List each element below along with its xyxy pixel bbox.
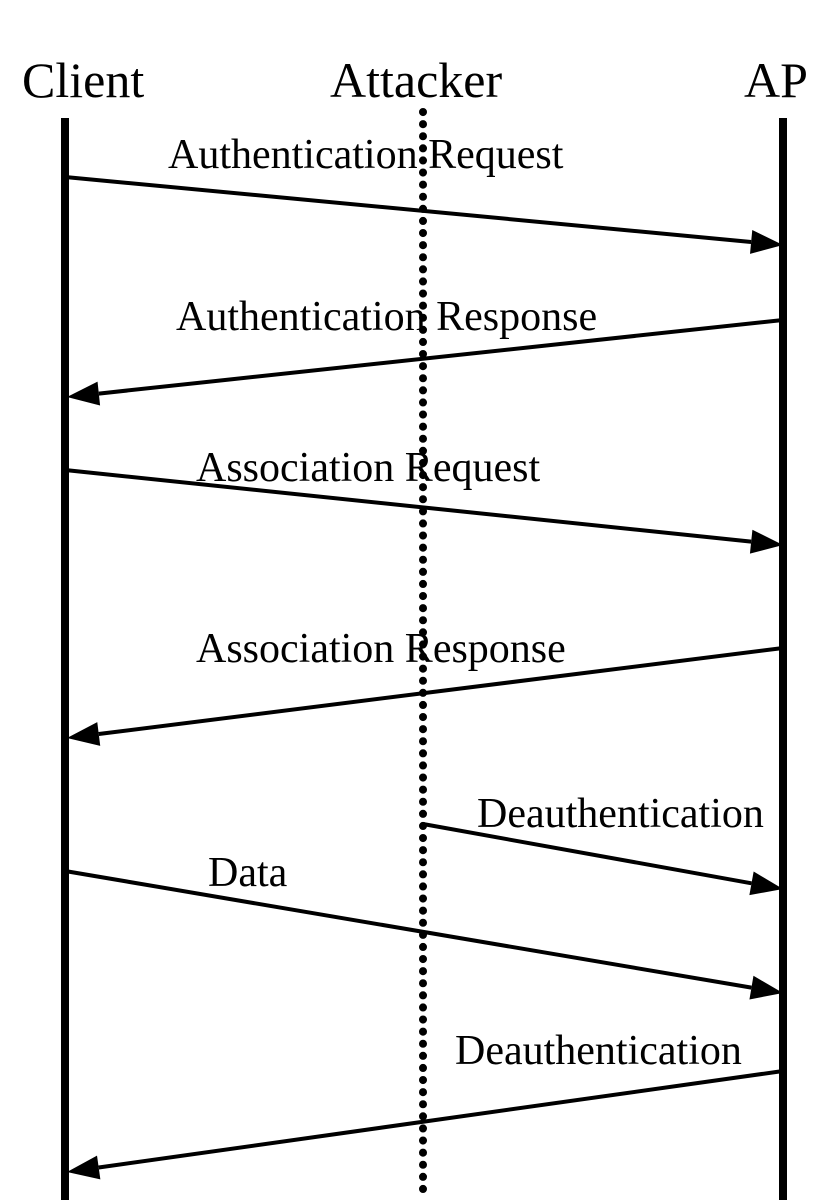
actor-label-attacker: Attacker (330, 52, 503, 108)
message-label-deauthentication-attacker-ap: Deauthentication (477, 791, 764, 837)
message-shaft (98, 318, 784, 396)
actor-label-ap: AP (744, 52, 808, 108)
message-arrow-2 (67, 318, 784, 406)
actor-label-client: Client (22, 52, 145, 108)
message-arrows (64, 175, 784, 1180)
arrowhead-icon (749, 975, 783, 1000)
message-shaft (64, 175, 752, 244)
arrowhead-icon (749, 871, 783, 896)
message-shaft (422, 822, 752, 886)
message-shaft (98, 646, 784, 736)
message-shaft (98, 1069, 784, 1170)
message-arrow-7 (67, 1069, 784, 1180)
message-arrow-3 (64, 468, 783, 554)
arrowhead-icon (67, 1155, 101, 1180)
message-shaft (64, 869, 752, 990)
message-label-authentication-response: Authentication Response (176, 294, 598, 340)
arrowhead-icon (750, 230, 783, 254)
message-arrow-6 (64, 869, 783, 1000)
message-arrow-5 (422, 822, 783, 896)
message-shaft (64, 468, 752, 544)
arrowhead-icon (749, 529, 783, 554)
message-label-deauthentication-ap-client: Deauthentication (455, 1028, 742, 1074)
message-label-authentication-request: Authentication Request (168, 132, 564, 178)
lifelines (61, 108, 787, 1200)
message-label-data: Data (208, 850, 288, 896)
message-label-association-request: Association Request (196, 445, 541, 491)
message-arrow-4 (67, 646, 784, 746)
arrowhead-icon (67, 722, 101, 746)
arrowhead-icon (67, 381, 101, 406)
message-label-association-response: Association Response (196, 626, 566, 672)
message-arrow-1 (64, 175, 783, 254)
